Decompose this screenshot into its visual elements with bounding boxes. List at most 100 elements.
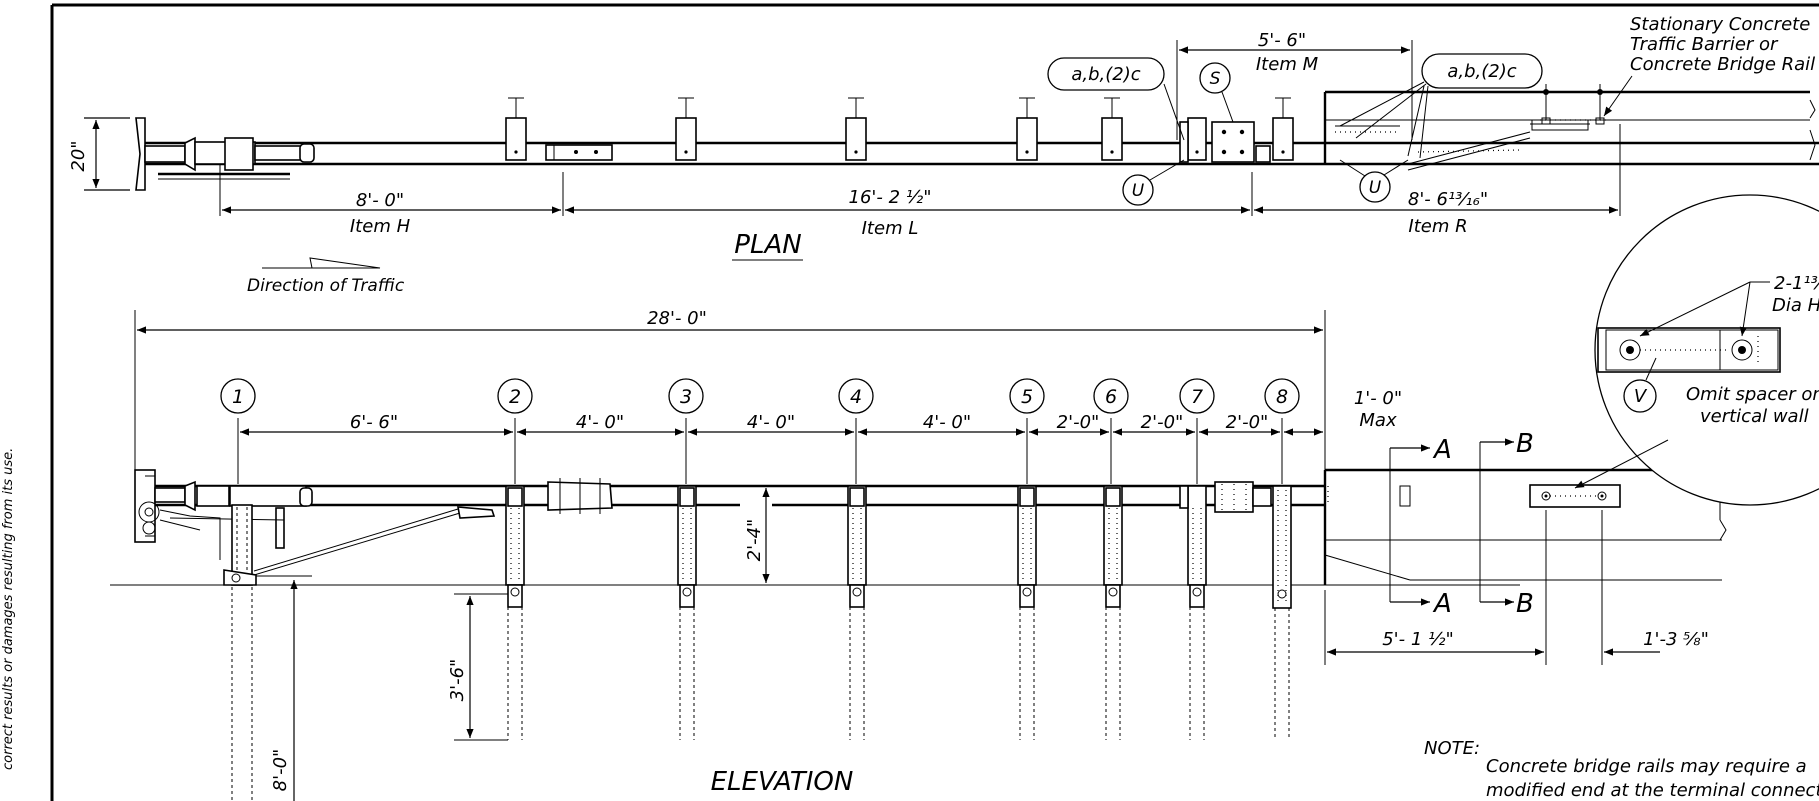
- elevation-post-4: [847, 485, 867, 740]
- detail-omit-line-1: Omit spacer on: [1686, 384, 1819, 405]
- embed-long-label: 8'-0": [270, 749, 291, 792]
- elevation-post-1: [223, 504, 496, 801]
- callout-u-right-text: U: [1369, 178, 1382, 198]
- elevation-terminal-head: [134, 469, 313, 560]
- post-number-2: 2: [509, 386, 521, 408]
- post-number-5: 5: [1021, 386, 1033, 408]
- post-number-bubbles: 1 2 3 4 5 6 7 8: [220, 378, 1300, 414]
- callout-abc-right: [1421, 53, 1543, 89]
- barrier-note-line-3: Concrete Bridge Rail: [1630, 54, 1815, 75]
- plan-terminal-head: [135, 117, 315, 191]
- elevation-title: ELEVATION: [711, 767, 854, 797]
- overall-length: 28'- 0": [647, 308, 707, 329]
- spacing-7-8: 2'-0": [1226, 412, 1269, 433]
- callout-u-left-text: U: [1132, 181, 1145, 201]
- spacing-3-4: 4'- 0": [747, 412, 795, 433]
- direction-label: Direction of Traffic: [247, 276, 405, 296]
- note-line-1: Concrete bridge rails may require a: [1486, 756, 1807, 777]
- direction-arrow-icon: [262, 257, 381, 269]
- spacing-6-7: 2'-0": [1141, 412, 1184, 433]
- bottom-dim-right: 1'-3 ⅝": [1643, 629, 1709, 650]
- plan-rail: [145, 141, 1819, 166]
- callout-abc-left-text: a,b,(2)c: [1071, 64, 1140, 85]
- elevation-splices: [547, 478, 1272, 514]
- label-item-r: Item R: [1408, 216, 1467, 237]
- plan-width-dimension: 20": [68, 117, 130, 191]
- side-disclaimer: correct results or damages resulting fro…: [1, 448, 16, 770]
- bottom-dimensions: 5'- 1 ½" 1'-3 ⅝": [1324, 510, 1709, 665]
- note-line-2: modified end at the terminal connection.: [1486, 780, 1819, 801]
- elevation-rail: [145, 484, 1325, 507]
- dim-item-h: 8'- 0": [356, 190, 404, 211]
- section-a-bottom: A: [1432, 589, 1452, 619]
- spacing-1-2: 6'- 6": [350, 412, 398, 433]
- label-item-m: Item M: [1256, 54, 1319, 75]
- callout-s-text: S: [1210, 69, 1221, 89]
- plan-post-2: [675, 97, 697, 161]
- note-block: NOTE: Concrete bridge rails may require …: [1424, 738, 1819, 801]
- detail-hole-label: Dia Holes: [1772, 295, 1819, 316]
- detail-omit-line-2: vertical wall: [1700, 406, 1809, 427]
- post-spacing-dimensions: 6'- 6" 4'- 0" 4'- 0" 4'- 0" 2'-0" 2'-0" …: [237, 388, 1402, 484]
- note-heading: NOTE:: [1424, 738, 1480, 759]
- elevation-post-7: [1179, 485, 1207, 740]
- post-number-7: 7: [1191, 386, 1203, 408]
- elevation-post-3: [677, 485, 697, 740]
- barrier-note-line-2: Traffic Barrier or: [1630, 34, 1779, 55]
- sheet-border: [50, 3, 1819, 801]
- label-item-l: Item L: [862, 218, 919, 239]
- callout-abc-left: [1047, 57, 1165, 91]
- plan-post-4: [1016, 97, 1038, 161]
- detail-hole-size: 2-1¹³⁄₁₆": [1774, 273, 1819, 294]
- section-b-top: B: [1516, 429, 1534, 459]
- plan-concrete-barrier: [1323, 84, 1816, 171]
- plan-post-1: [505, 97, 527, 161]
- section-b-bottom: B: [1516, 589, 1534, 619]
- post-number-1: 1: [232, 386, 244, 408]
- callout-s: [1199, 62, 1231, 94]
- rail-height-label: 2'-4": [744, 519, 765, 562]
- post-number-3: 3: [680, 386, 692, 408]
- post-number-6: 6: [1105, 386, 1117, 408]
- post-number-8: 8: [1276, 386, 1288, 408]
- dim-item-l: 16'- 2 ½": [849, 187, 932, 208]
- elevation-post-6: [1103, 485, 1123, 740]
- elevation-view: 28'- 0": [110, 308, 1727, 801]
- plan-title: PLAN: [734, 230, 801, 260]
- plan-posts: [505, 97, 1294, 161]
- spacing-2-3: 4'- 0": [576, 412, 624, 433]
- direction-of-traffic: Direction of Traffic: [247, 257, 405, 296]
- callout-v: [1623, 379, 1657, 413]
- embed-short-dimension: 3'-6": [447, 593, 508, 741]
- label-item-h: Item H: [350, 216, 411, 237]
- section-a-top: A: [1432, 435, 1452, 465]
- barrier-note-line-1: Stationary Concrete: [1630, 14, 1810, 35]
- elevation-concrete-barrier: [1323, 468, 1727, 585]
- plan-post-3: [845, 97, 867, 161]
- spacing-4-5: 4'- 0": [923, 412, 971, 433]
- plan-post-5: [1101, 97, 1123, 161]
- callout-abc-right-text: a,b,(2)c: [1447, 61, 1516, 82]
- overall-dimension: 28'- 0": [134, 308, 1326, 480]
- bottom-dim-left: 5'- 1 ½": [1382, 629, 1454, 650]
- plan-width-label: 20": [68, 140, 89, 171]
- rail-height-dimension: 2'-4": [700, 485, 780, 583]
- dim-item-m: 5'- 6": [1258, 30, 1306, 51]
- section-cuts: A A B B: [1389, 429, 1534, 619]
- plan-callouts: a,b,(2)c a,b,(2)c S U U Stationary Concr…: [1047, 14, 1815, 206]
- plan-post-6: [1187, 117, 1207, 161]
- callout-v-text: V: [1634, 386, 1648, 407]
- spacing-5-6: 2'-0": [1057, 412, 1100, 433]
- max-dimension-label: Max: [1359, 410, 1397, 431]
- plan-post-7: [1272, 97, 1294, 161]
- embed-short-label: 3'-6": [447, 659, 468, 702]
- callout-u-right: [1359, 171, 1391, 203]
- elevation-posts: [505, 485, 1292, 740]
- dim-item-r: 8'- 6¹³⁄₁₆": [1408, 189, 1488, 210]
- post-number-4: 4: [850, 386, 862, 408]
- callout-u-left: [1122, 174, 1154, 206]
- plan-dimensions: 8'- 0" Item H 16'- 2 ½" Item L 8'- 6¹³⁄₁…: [219, 30, 1621, 239]
- elevation-post-8: [1272, 485, 1292, 740]
- max-dimension-value: 1'- 0": [1354, 388, 1402, 409]
